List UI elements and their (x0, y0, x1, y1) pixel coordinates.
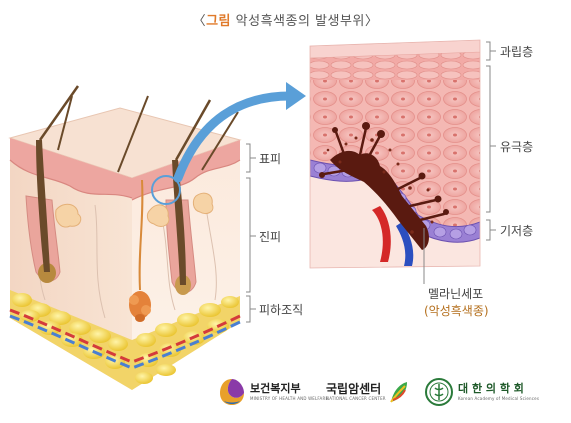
label-spinous-layer: 유극층 (500, 140, 534, 154)
mohw-logo: 보건복지부 MINISTRY OF HEALTH AND WELFARE (218, 372, 328, 412)
zoom-arrow-head (286, 82, 306, 110)
title-open-bracket: 〈 (192, 14, 207, 29)
zoom-artery (372, 206, 391, 262)
mohw-emblem-icon (220, 379, 244, 405)
zoom-arrow (173, 91, 295, 183)
hair-follicle-right (165, 99, 212, 295)
kams-subtitle: Korean Academy of Medical Sciences (458, 395, 540, 401)
label-stratum-granulosum: 과립층 (500, 45, 534, 59)
ncc-name: 국립암센터 (326, 381, 382, 396)
label-brackets (246, 41, 496, 323)
kams-logo: 대 한 의 학 회 Korean Academy of Medical Scie… (424, 372, 539, 412)
ncc-subtitle: NATIONAL CANCER CENTER (326, 396, 386, 402)
ncc-logo: 국립암센터 NATIONAL CANCER CENTER (326, 372, 409, 412)
label-dermis: 진피 (259, 230, 282, 244)
melanoma-cells (319, 122, 449, 250)
label-melanocyte: 멜라닌세포 (428, 287, 484, 301)
title-accent: 그림 (206, 14, 232, 29)
artery-vessel (9, 308, 241, 364)
skin-block (8, 85, 242, 390)
hair-follicle-center (57, 95, 73, 151)
ncc-leaf-icon (389, 382, 407, 403)
zoomed-tissue (309, 39, 481, 269)
label-basal-layer: 기저층 (500, 224, 534, 238)
label-melanoma: (악성흑색종) (424, 304, 489, 318)
kams-seal-icon (425, 378, 453, 406)
label-epidermis: 표피 (259, 152, 282, 166)
title-close-bracket: 〉 (364, 14, 379, 29)
kams-name: 대 한 의 학 회 (458, 382, 524, 396)
sebaceous-gland (55, 192, 214, 228)
mohw-name: 보건복지부 (250, 382, 301, 396)
vein-vessel (9, 314, 241, 370)
zoom-circle (151, 175, 181, 205)
zoom-vein (396, 222, 414, 266)
title-text: 악성흑색종의 발생부위 (231, 14, 365, 29)
figure-title: 〈그림 악성흑색종의 발생부위〉 (0, 10, 571, 29)
sweat-gland (129, 179, 151, 322)
label-subcutis: 피하조직 (259, 303, 304, 317)
mohw-subtitle: MINISTRY OF HEALTH AND WELFARE (250, 395, 329, 401)
hair-follicle-left (25, 85, 80, 283)
